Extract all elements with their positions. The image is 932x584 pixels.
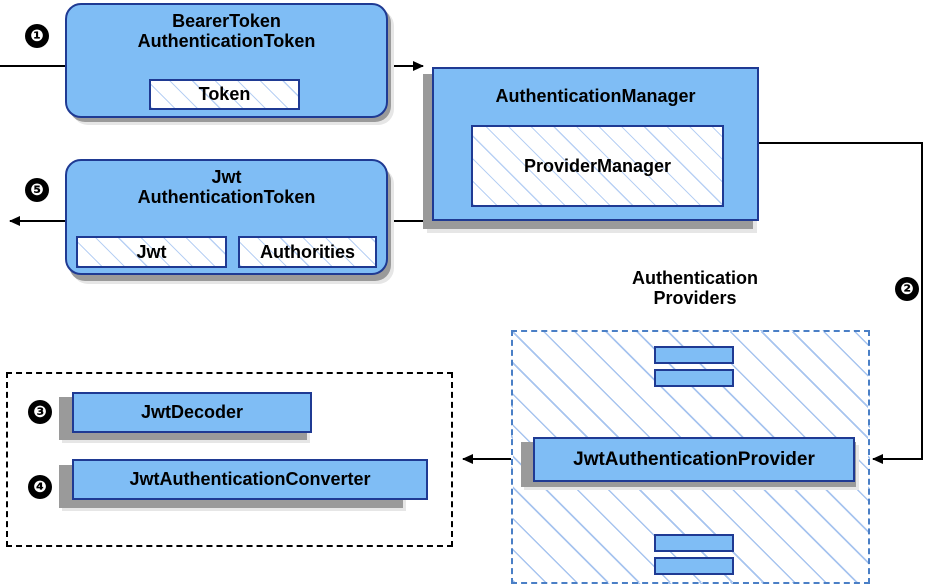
badge-step-5: ❺ <box>25 178 49 202</box>
jwt-token-title: Jwt AuthenticationToken <box>138 167 316 207</box>
node-jwt-authentication-provider[interactable]: JwtAuthenticationProvider <box>533 437 855 482</box>
provider-manager-label: ProviderManager <box>523 155 672 176</box>
provider-stub-bar-top-1 <box>654 346 734 364</box>
node-bearer-token-authentication-token[interactable]: BearerToken AuthenticationToken <box>65 3 388 118</box>
inner-box-token[interactable]: Token <box>149 79 300 110</box>
provider-stub-bar-top-2 <box>654 369 734 387</box>
authentication-manager-title: AuthenticationManager <box>495 86 696 106</box>
jwt-token-title-line2: AuthenticationToken <box>137 187 316 208</box>
jwt-token-title-line1: Jwt <box>211 167 242 187</box>
badge-step-1: ❶ <box>25 24 49 48</box>
inner-box-jwt[interactable]: Jwt <box>76 236 227 268</box>
jwt-decoder-label: JwtDecoder <box>140 402 244 422</box>
bearer-token-title: BearerToken AuthenticationToken <box>138 11 316 51</box>
bearer-token-title-line2: AuthenticationToken <box>137 31 316 52</box>
node-jwt-decoder[interactable]: JwtDecoder <box>72 392 312 433</box>
badge-step-3: ❸ <box>28 400 52 424</box>
jwt-authentication-converter-label: JwtAuthenticationConverter <box>129 469 371 489</box>
jwt-label: Jwt <box>136 241 167 262</box>
authentication-providers-label-line1: Authentication <box>632 268 758 288</box>
token-label: Token <box>198 84 251 104</box>
node-jwt-authentication-converter[interactable]: JwtAuthenticationConverter <box>72 459 428 500</box>
provider-stub-bar-bottom-2 <box>654 557 734 575</box>
inner-box-authorities[interactable]: Authorities <box>238 236 377 268</box>
badge-step-4: ❹ <box>28 475 52 499</box>
authentication-providers-label-line2: Providers <box>653 288 737 309</box>
badge-step-2: ❷ <box>895 277 919 301</box>
authentication-providers-label: Authentication Providers <box>600 268 790 308</box>
authorities-label: Authorities <box>259 241 355 262</box>
provider-stub-bar-bottom-1 <box>654 534 734 552</box>
bearer-token-title-line1: BearerToken <box>172 11 281 31</box>
jwt-authentication-provider-label: JwtAuthenticationProvider <box>573 448 815 470</box>
inner-box-provider-manager[interactable]: ProviderManager <box>471 125 724 207</box>
